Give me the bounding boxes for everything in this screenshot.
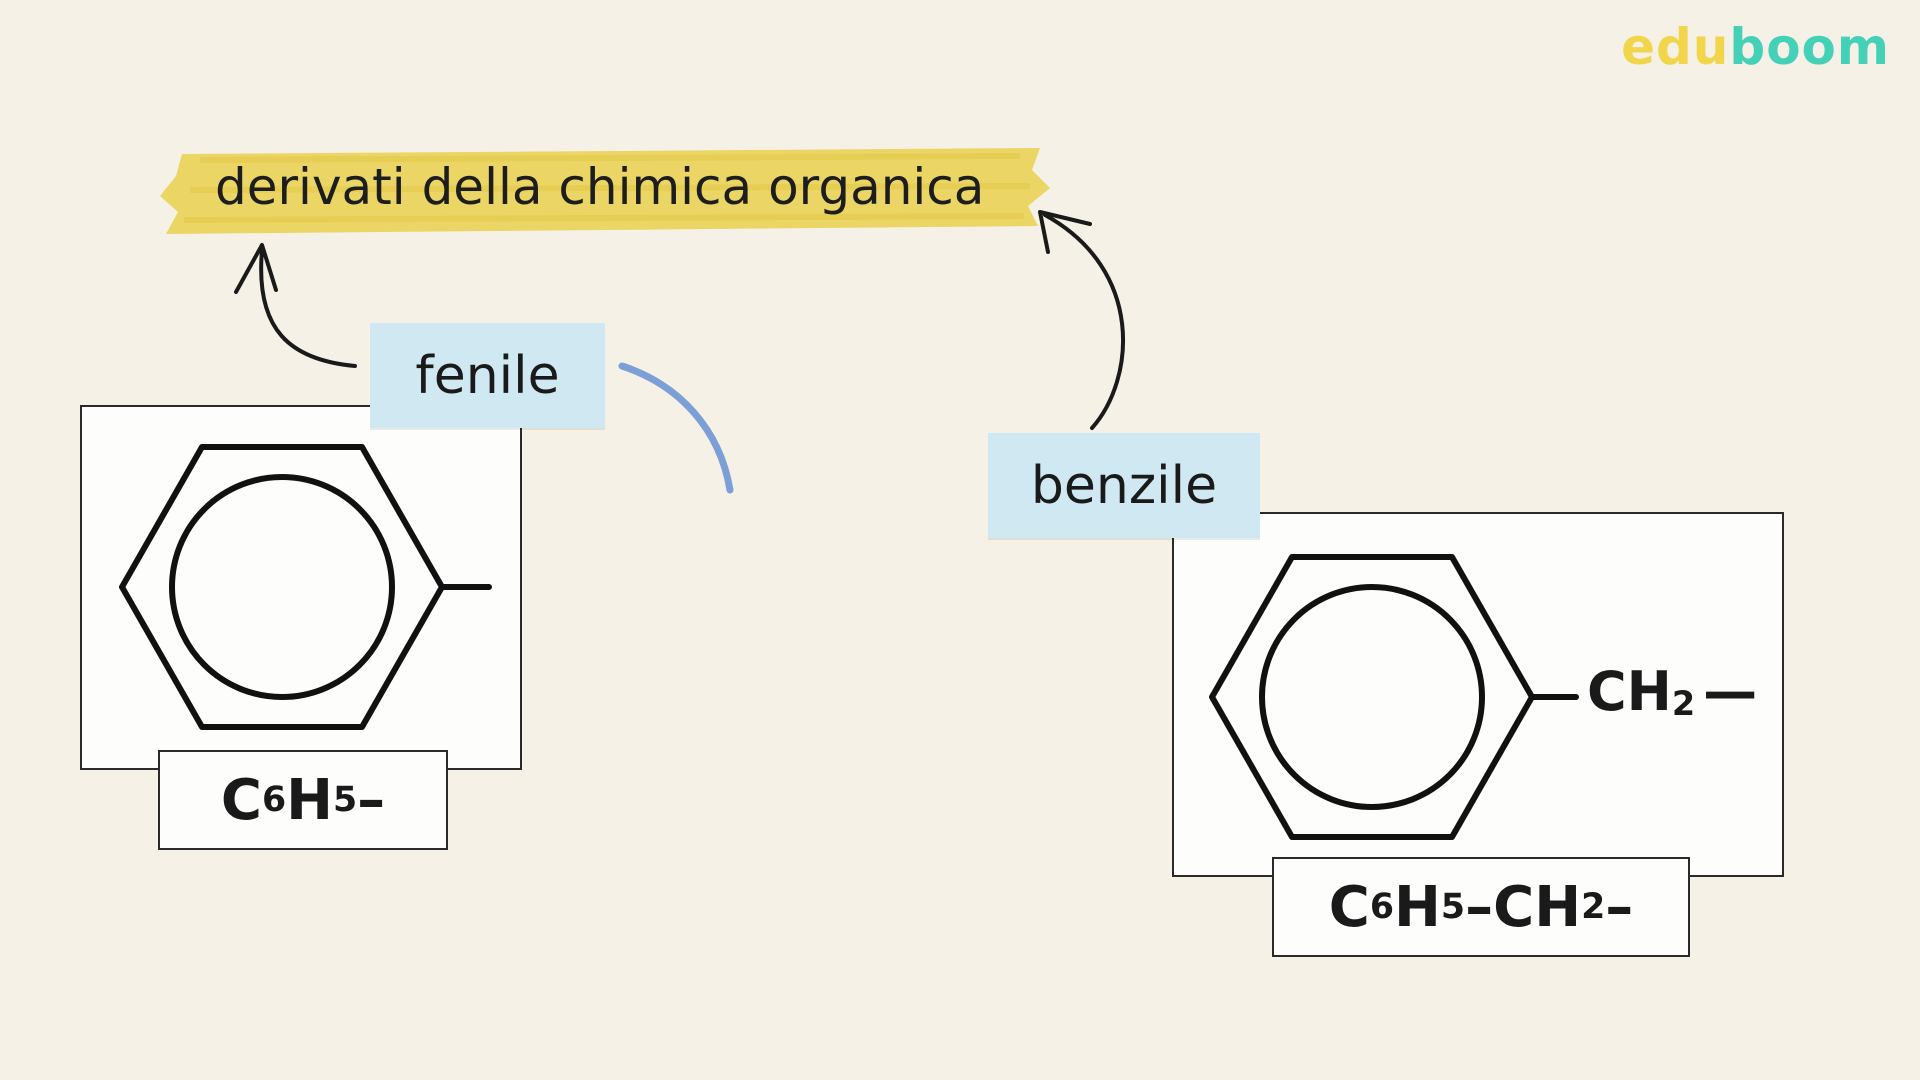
blue-pen-stroke bbox=[618, 362, 734, 494]
logo-text-boom: boom bbox=[1729, 18, 1890, 76]
phenyl-structure-box bbox=[80, 405, 522, 770]
title-banner: derivati della chimica organica bbox=[160, 140, 1060, 240]
arrowhead-left bbox=[234, 243, 278, 294]
fenile-tag: fenile bbox=[370, 323, 605, 428]
benzene-ring-benzyl bbox=[1209, 554, 1579, 840]
benzene-ring-phenyl bbox=[119, 444, 492, 730]
benzile-tag: benzile bbox=[988, 433, 1260, 538]
arrow-fenile-to-title bbox=[259, 248, 357, 368]
eduboom-logo: eduboom bbox=[1621, 22, 1890, 72]
arrow-benzile-to-title bbox=[1043, 213, 1126, 430]
highlight-stroke bbox=[160, 148, 1050, 234]
logo-text-edu: edu bbox=[1621, 18, 1730, 76]
benzyl-structure-box: CH2— bbox=[1172, 512, 1784, 877]
page-title: derivati della chimica organica bbox=[215, 158, 985, 216]
ch2-substituent: CH2— bbox=[1587, 660, 1758, 724]
